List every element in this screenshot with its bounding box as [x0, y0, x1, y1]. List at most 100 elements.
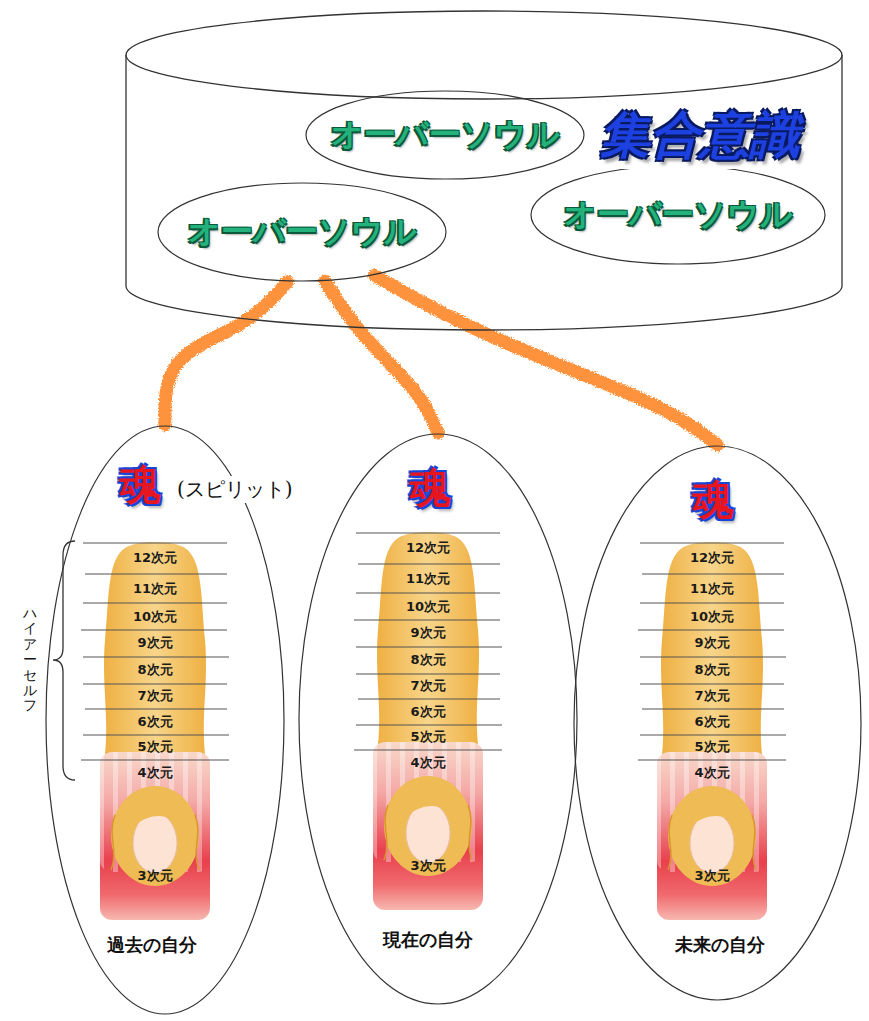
- soul-link: [375, 275, 718, 445]
- label-holder: 12次元: [133, 549, 177, 567]
- dimension-label: 8次元: [410, 651, 445, 669]
- oversoul-label: オーバーソウル: [188, 210, 417, 254]
- node-outline: [125, 10, 843, 332]
- label-holder: 10次元: [690, 608, 734, 626]
- self-ellipse: 魂過去の自分: [45, 425, 285, 1015]
- figure-past: [81, 542, 229, 920]
- ellipse-outline: [574, 446, 861, 1000]
- label-holder: 9次元: [410, 624, 445, 642]
- oversoul-oval: オーバーソウル: [530, 165, 826, 265]
- soul-label: 魂: [692, 472, 734, 528]
- text-holder: 魂: [692, 472, 734, 528]
- dimension-label: 8次元: [137, 661, 172, 679]
- self-ellipse: 魂現在の自分: [298, 433, 578, 1005]
- dimension-label: 4次元: [410, 754, 445, 772]
- text-holder: 現在の自分: [383, 928, 473, 952]
- dimension-label: 11次元: [406, 570, 450, 588]
- label-holder: 10次元: [406, 598, 450, 616]
- text-holder: オーバーソウル: [564, 193, 793, 237]
- label-holder: 11次元: [133, 580, 177, 598]
- cylinder-top: [126, 11, 842, 99]
- dimension-label: 7次元: [137, 687, 172, 705]
- label-holder: 4次元: [410, 754, 445, 772]
- label-holder: 5次元: [137, 738, 172, 756]
- dimension-label: 6次元: [410, 703, 445, 721]
- bracket: [53, 541, 75, 780]
- self-caption: 未来の自分: [675, 933, 765, 957]
- dimension-label: 12次元: [690, 549, 734, 567]
- ellipse-outline: [158, 183, 446, 281]
- spirit-note: (スピリット): [175, 476, 295, 503]
- dimension-label: 6次元: [694, 713, 729, 731]
- dimension-label: 5次元: [694, 738, 729, 756]
- self-caption: 現在の自分: [383, 928, 473, 952]
- label-holder: 11次元: [406, 570, 450, 588]
- label-holder: 4次元: [694, 764, 729, 782]
- dimension-label: 4次元: [137, 764, 172, 782]
- dimension-label: 9次元: [410, 624, 445, 642]
- dimension-label: 10次元: [690, 608, 734, 626]
- node-outline: [298, 433, 578, 1005]
- soul-link: [165, 282, 288, 425]
- node-outline: [45, 425, 285, 1015]
- label-holder: 8次元: [410, 651, 445, 669]
- dimension-label: 7次元: [410, 677, 445, 695]
- self-caption: 過去の自分: [107, 933, 197, 957]
- dimension-label: 9次元: [694, 634, 729, 652]
- cylinder-side: [126, 55, 842, 330]
- label-holder: 9次元: [694, 634, 729, 652]
- label-holder: 4次元: [137, 764, 172, 782]
- soul-label: 魂: [119, 457, 161, 513]
- higher-self-label: ハイアーセルフ: [23, 606, 37, 714]
- label-holder: 12次元: [690, 549, 734, 567]
- ellipse-outline: [531, 166, 825, 264]
- figure-present: [354, 532, 502, 910]
- text-holder: 過去の自分: [107, 933, 197, 957]
- soul-label: 魂: [409, 460, 451, 516]
- ellipse-outline: [299, 434, 577, 1004]
- dimension-label: 5次元: [137, 738, 172, 756]
- text-holder: オーバーソウル: [188, 210, 417, 254]
- label-holder: 3次元: [137, 867, 172, 885]
- oversoul-oval: オーバーソウル: [157, 182, 447, 282]
- label-holder: 5次元: [410, 728, 445, 746]
- label-holder: 5次元: [694, 738, 729, 756]
- oversoul-label: オーバーソウル: [331, 113, 560, 157]
- node-outline: [573, 445, 862, 1001]
- dimension-label: 10次元: [133, 608, 177, 626]
- collective-title: 集合意識: [600, 102, 800, 169]
- label-holder: 6次元: [694, 713, 729, 731]
- dimension-label: 11次元: [133, 580, 177, 598]
- soul-link: [325, 281, 438, 433]
- dimension-label: 12次元: [406, 539, 450, 557]
- label-holder: 12次元: [406, 539, 450, 557]
- dimension-label: 6次元: [137, 713, 172, 731]
- self-ellipse: 魂未来の自分: [573, 445, 862, 1001]
- dimension-label: 9次元: [137, 634, 172, 652]
- label-holder: 7次元: [694, 687, 729, 705]
- text-holder: 魂: [409, 460, 451, 516]
- text-holder: 魂: [119, 457, 161, 513]
- oversoul-oval: オーバーソウル: [305, 90, 585, 180]
- dimension-label: 4次元: [694, 764, 729, 782]
- label-holder: 11次元: [690, 580, 734, 598]
- label-holder: 3次元: [694, 867, 729, 885]
- label-holder: 8次元: [694, 661, 729, 679]
- label-holder: 3次元: [410, 857, 445, 875]
- dimension-label: 10次元: [406, 598, 450, 616]
- oversoul-label: オーバーソウル: [564, 193, 793, 237]
- text-holder: オーバーソウル: [331, 113, 560, 157]
- label-holder: 9次元: [137, 634, 172, 652]
- dimension-label: 7次元: [694, 687, 729, 705]
- text-holder: 未来の自分: [675, 933, 765, 957]
- dimension-label: 3次元: [410, 857, 445, 875]
- dimension-label: 3次元: [137, 867, 172, 885]
- label-holder: 6次元: [137, 713, 172, 731]
- text-holder: 集合意識: [600, 102, 800, 169]
- label-holder: 10次元: [133, 608, 177, 626]
- label-holder: 7次元: [410, 677, 445, 695]
- dimension-label: 12次元: [133, 549, 177, 567]
- dimension-label: 5次元: [410, 728, 445, 746]
- ellipse-outline: [306, 91, 584, 179]
